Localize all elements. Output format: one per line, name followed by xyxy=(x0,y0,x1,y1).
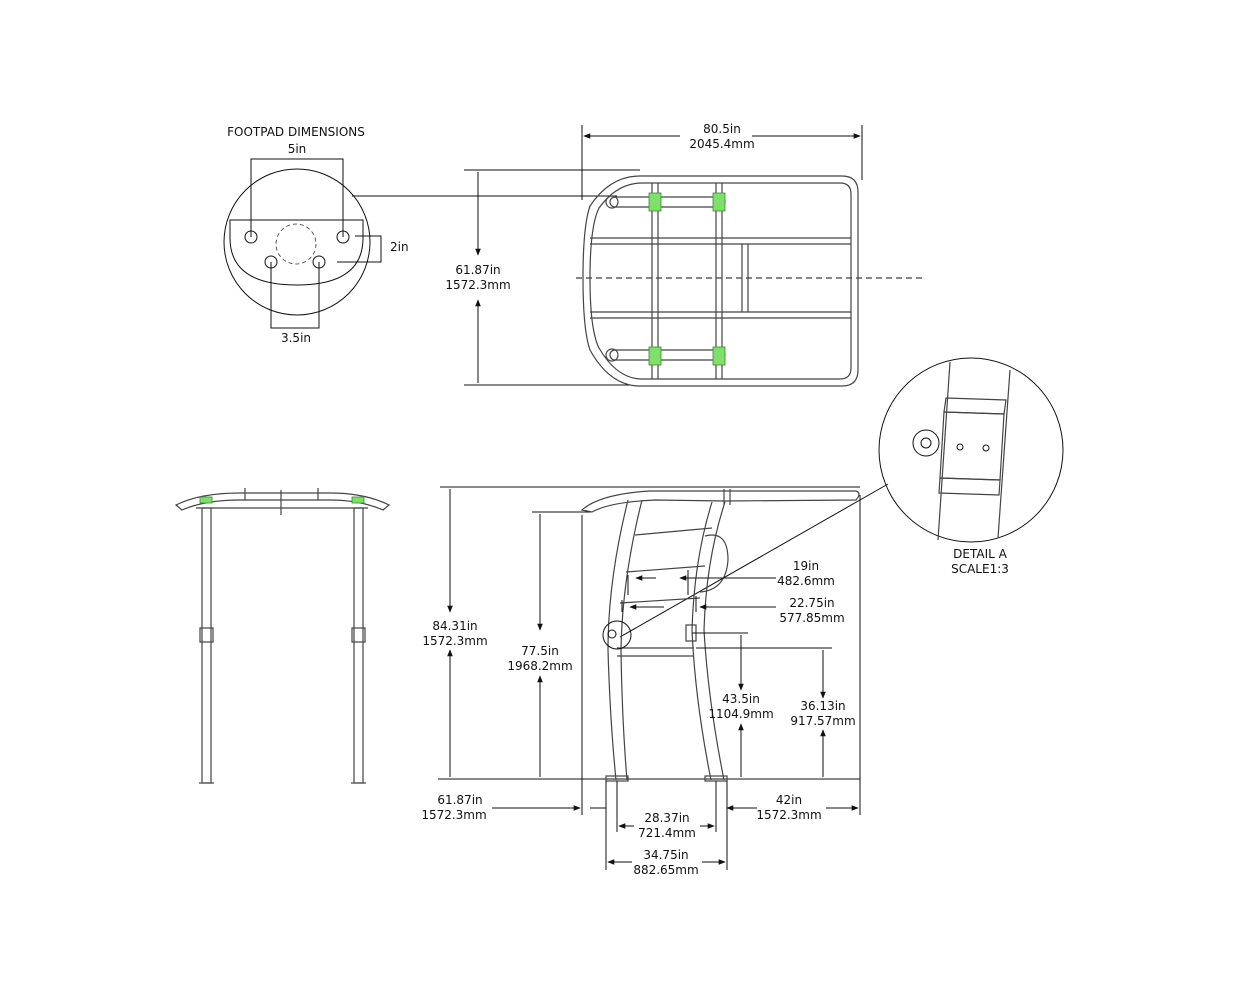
front-offset-mm: 1572.3mm xyxy=(756,808,821,822)
dim-3613-in: 36.13in xyxy=(800,699,845,713)
front-top-frame xyxy=(174,492,391,511)
ladder-rung xyxy=(625,565,706,573)
base-outer-mm: 882.65mm xyxy=(633,863,698,877)
grab-handle xyxy=(699,534,729,593)
ladder-rung xyxy=(634,527,713,536)
clamp xyxy=(648,192,662,212)
inner-height-mm: 1968.2mm xyxy=(507,659,572,673)
overall-height-mm: 1572.3mm xyxy=(422,634,487,648)
footpad-center-circle xyxy=(275,223,317,265)
footpad-height-label: 2in xyxy=(390,240,409,254)
footpad-title: FOOTPAD DIMENSIONS xyxy=(227,125,365,139)
ladder-rung xyxy=(619,597,701,604)
front-leg xyxy=(201,507,212,784)
clamp xyxy=(351,496,365,504)
detail-leader-line xyxy=(619,483,889,638)
detail-tube xyxy=(997,369,1011,539)
base-inner-mm: 721.4mm xyxy=(638,826,696,840)
rear-offset-mm: 1572.3mm xyxy=(421,808,486,822)
top-view: 80.5in 2045.4mm 61.87in 1572.3mm xyxy=(445,122,925,387)
detail-bolt xyxy=(982,444,990,452)
front-offset-in: 42in xyxy=(776,793,802,807)
detail-a: DETAIL A SCALE1:3 xyxy=(619,357,1064,638)
side-front-leg xyxy=(703,501,726,781)
clamp xyxy=(712,346,726,366)
front-view xyxy=(174,488,391,784)
base-inner-in: 28.37in xyxy=(644,811,689,825)
clamp xyxy=(648,346,662,366)
footpad-width-dimension xyxy=(250,158,344,237)
detail-bolt xyxy=(956,443,964,451)
rod-holder-end xyxy=(605,348,619,362)
dim-2275-mm: 577.85mm xyxy=(779,611,844,625)
detail-knob xyxy=(912,429,940,457)
clamp xyxy=(199,496,213,504)
footpad-outline xyxy=(223,168,371,316)
overall-height-in: 84.31in xyxy=(432,619,477,633)
top-frame-outer xyxy=(582,175,859,387)
inner-height-in: 77.5in xyxy=(521,644,559,658)
dim-19-mm: 482.6mm xyxy=(777,574,835,588)
footpad-spacing-label: 3.5in xyxy=(281,331,311,345)
rod-holder xyxy=(609,349,726,361)
detail-bracket xyxy=(943,397,1007,415)
detail-a-callout xyxy=(602,620,632,650)
dim-19-in: 19in xyxy=(793,559,819,573)
detail-circle xyxy=(878,357,1064,543)
footpad-detail: FOOTPAD DIMENSIONS 5in 3.5in 2in xyxy=(223,125,617,345)
rod-holder xyxy=(609,196,726,208)
side-front-leg xyxy=(691,501,713,781)
footpad-height-dimension xyxy=(337,235,382,263)
detail-bracket xyxy=(939,411,1005,481)
front-leg xyxy=(353,507,364,784)
leg-bracket xyxy=(199,627,214,643)
base-outer-in: 34.75in xyxy=(643,848,688,862)
detail-scale: SCALE1:3 xyxy=(951,562,1009,576)
dim-2275-in: 22.75in xyxy=(789,596,834,610)
detail-name: DETAIL A xyxy=(953,547,1007,561)
side-rear-leg xyxy=(607,499,629,781)
top-depth-in: 61.87in xyxy=(455,263,500,277)
clamp xyxy=(712,192,726,212)
side-view: 84.31in 1572.3mm 77.5in 1968.2mm xyxy=(421,486,861,877)
side-roof xyxy=(580,490,860,513)
dim-435-in: 43.5in xyxy=(722,692,760,706)
footpad-plate xyxy=(229,219,364,286)
top-depth-mm: 1572.3mm xyxy=(445,278,510,292)
footpad-width-label: 5in xyxy=(288,142,307,156)
detail-knob-center xyxy=(920,437,932,449)
rear-offset-in: 61.87in xyxy=(437,793,482,807)
dim-435-mm: 1104.9mm xyxy=(708,707,773,721)
leg-bracket xyxy=(351,627,366,643)
top-width-in: 80.5in xyxy=(703,122,741,136)
detail-tube xyxy=(937,361,951,541)
side-rear-leg xyxy=(620,499,643,781)
rod-holder-end xyxy=(605,195,619,209)
footpad-spacing-dimension xyxy=(270,262,320,329)
top-width-mm: 2045.4mm xyxy=(689,137,754,151)
detail-bracket xyxy=(938,477,1001,496)
dim-3613-mm: 917.57mm xyxy=(790,714,855,728)
top-frame-inner xyxy=(589,182,852,380)
detail-a-knob xyxy=(607,629,617,639)
